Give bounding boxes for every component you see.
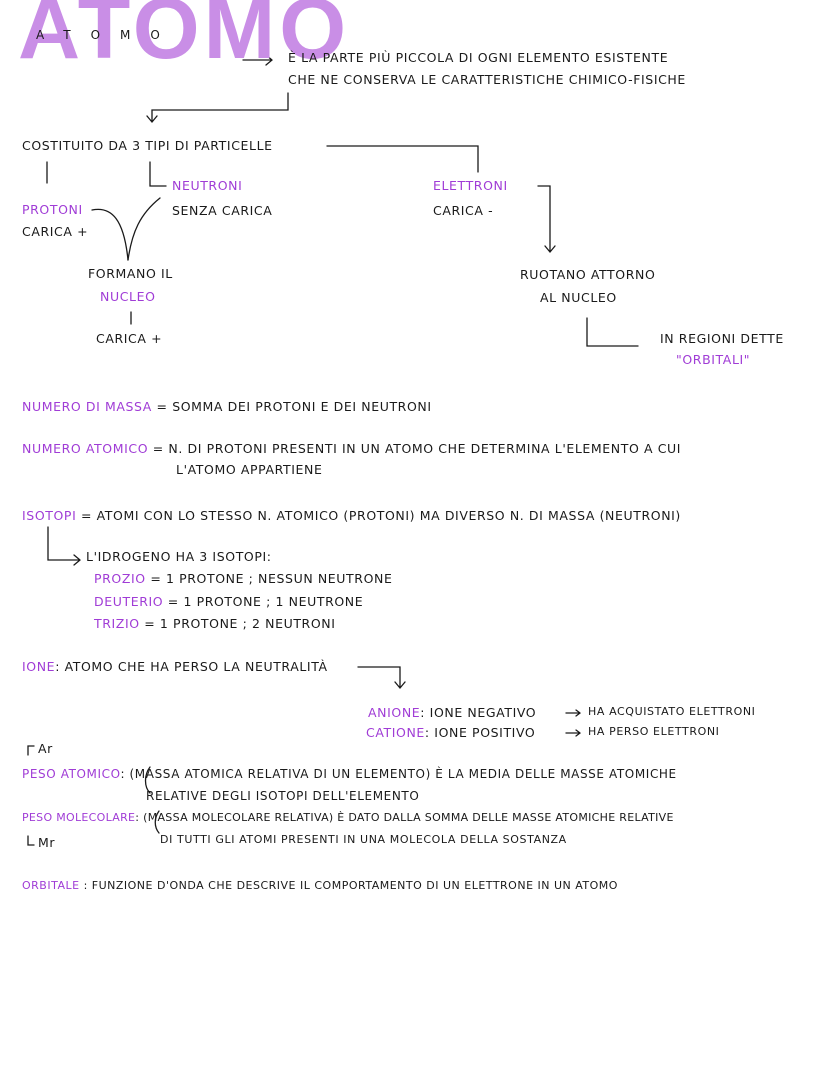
cation-row: CATIONE: IONE POSITIVO — [366, 725, 535, 740]
atomic-number-text-2: L'ATOMO APPARTIENE — [176, 462, 323, 477]
molecular-weight-text-2: DI TUTTI GLI ATOMI PRESENTI IN UNA MOLEC… — [160, 833, 567, 846]
isotope-item: PROZIO = 1 PROTONE ; NESSUN NEUTRONE — [94, 571, 392, 586]
cation-desc: : IONE POSITIVO — [424, 725, 536, 740]
mass-number-row: NUMERO DI MASSA = SOMMA DEI PROTONI E DE… — [22, 399, 432, 414]
page-title: ATOMO — [18, 0, 351, 77]
isotope-item: DEUTERIO = 1 PROTONE ; 1 NEUTRONE — [94, 594, 363, 609]
atomic-weight-text-2: RELATIVE DEGLI ISOTOPI DELL'ELEMENTO — [146, 789, 420, 803]
isotope-desc: = 1 PROTONE ; 2 NEUTRONI — [144, 616, 336, 631]
atomic-weight-row: PESO ATOMICO: (MASSA ATOMICA RELATIVA DI… — [22, 767, 677, 781]
isotopes-intro: L'IDROGENO HA 3 ISOTOPI: — [86, 549, 272, 564]
orbit-line-2: AL NUCLEO — [540, 290, 617, 305]
isotope-name: DEUTERIO — [94, 594, 164, 609]
orbit-line-1: RUOTANO ATTORNO — [520, 267, 656, 282]
page-subtitle: ATOMO — [36, 28, 180, 42]
isotope-name: TRIZIO — [94, 616, 140, 631]
ion-row: IONE: ATOMO CHE HA PERSO LA NEUTRALITÀ — [22, 659, 328, 674]
definition-line-2: CHE NE CONSERVA LE CARATTERISTICHE CHIMI… — [288, 72, 686, 87]
cation-result: HA PERSO ELETTRONI — [588, 725, 720, 738]
molecular-weight-term: PESO MOLECOLARE — [22, 811, 136, 824]
isotope-desc: = 1 PROTONE ; 1 NEUTRONE — [167, 594, 364, 609]
ion-term: IONE — [22, 659, 56, 674]
protons-name: PROTONI — [22, 202, 83, 217]
ar-label: Ar — [38, 741, 53, 756]
isotope-desc: = 1 PROTONE ; NESSUN NEUTRONE — [150, 571, 393, 586]
mass-number-term: NUMERO DI MASSA — [22, 399, 152, 414]
mass-number-text: = SOMMA DEI PROTONI E DEI NEUTRONI — [156, 399, 432, 414]
isotope-name: PROZIO — [94, 571, 146, 586]
atomic-weight-term: PESO ATOMICO — [22, 767, 121, 781]
electrons-name: ELETTRONI — [433, 178, 508, 193]
isotopes-text: = ATOMI CON LO STESSO N. ATOMICO (PROTON… — [80, 508, 681, 523]
atomic-number-row: NUMERO ATOMICO = N. DI PROTONI PRESENTI … — [22, 441, 681, 456]
mr-label: Mr — [38, 835, 56, 850]
anion-row: ANIONE: IONE NEGATIVO — [368, 705, 536, 720]
anion-desc: : IONE NEGATIVO — [420, 705, 537, 720]
protons-charge: CARICA + — [22, 224, 89, 239]
isotopes-row: ISOTOPI = ATOMI CON LO STESSO N. ATOMICO… — [22, 508, 681, 523]
regions-line-2: "ORBITALI" — [676, 352, 751, 367]
isotope-item: TRIZIO = 1 PROTONE ; 2 NEUTRONI — [94, 616, 336, 631]
orbital-row: ORBITALE : FUNZIONE D'ONDA CHE DESCRIVE … — [22, 879, 618, 892]
cation-name: CATIONE — [366, 725, 425, 740]
anion-result: HA ACQUISTATO ELETTRONI — [588, 705, 756, 718]
electrons-charge: CARICA - — [433, 203, 494, 218]
orbital-term: ORBITALE — [22, 879, 80, 892]
nucleus-charge: CARICA + — [96, 331, 163, 346]
neutrons-name: NEUTRONI — [172, 178, 243, 193]
atomic-weight-text: : (MASSA ATOMICA RELATIVA DI UN ELEMENTO… — [120, 767, 677, 781]
nucleus-line-2: NUCLEO — [100, 289, 156, 304]
isotopes-term: ISOTOPI — [22, 508, 77, 523]
neutrons-charge: SENZA CARICA — [172, 203, 273, 218]
regions-line-1: IN REGIONI DETTE — [660, 331, 784, 346]
definition-line-1: È LA PARTE PIÙ PICCOLA DI OGNI ELEMENTO … — [288, 50, 669, 65]
ion-text: : ATOMO CHE HA PERSO LA NEUTRALITÀ — [55, 659, 328, 674]
composition-heading: COSTITUITO DA 3 TIPI DI PARTICELLE — [22, 138, 273, 153]
molecular-weight-text: : (MASSA MOLECOLARE RELATIVA) È DATO DAL… — [135, 811, 674, 824]
nucleus-line-1: FORMANO IL — [88, 266, 173, 281]
atomic-number-term: NUMERO ATOMICO — [22, 441, 149, 456]
atomic-number-text: = N. DI PROTONI PRESENTI IN UN ATOMO CHE… — [152, 441, 682, 456]
anion-name: ANIONE — [368, 705, 421, 720]
orbital-text: : FUNZIONE D'ONDA CHE DESCRIVE IL COMPOR… — [83, 879, 618, 892]
molecular-weight-row: PESO MOLECOLARE: (MASSA MOLECOLARE RELAT… — [22, 811, 674, 824]
